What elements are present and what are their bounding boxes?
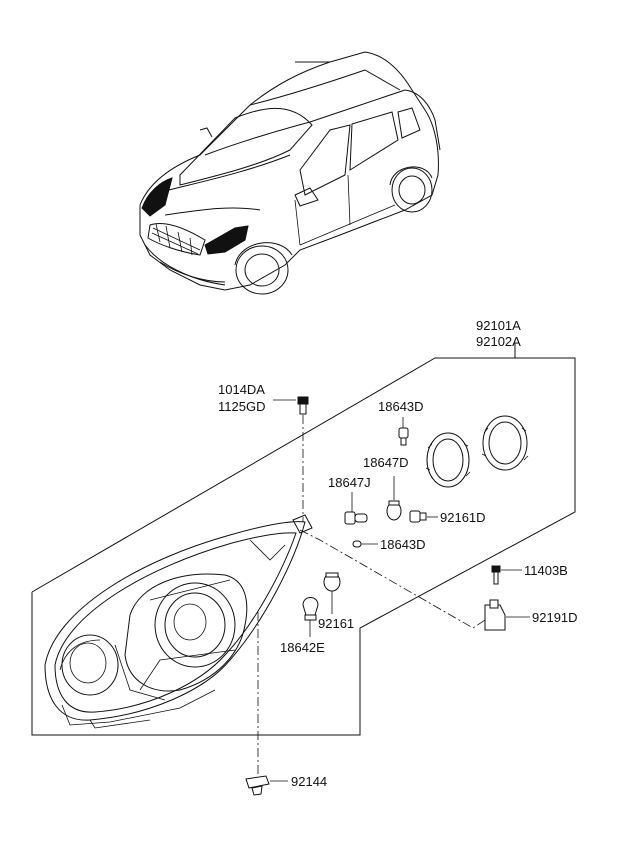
bulb-side-part [352,540,378,548]
bulb-side-label: 18643D [380,537,426,552]
bolt-label-2: 1125GD [218,399,265,414]
bulb-h-label: 18647D [363,455,409,470]
socket-top-part [398,417,409,446]
clip-part [245,612,288,796]
screw-part [491,565,522,585]
bolt-label-1: 1014DA [218,382,265,397]
bulb-j-label: 18647J [328,475,371,490]
socket-lower-label: 92161 [318,616,354,631]
assembly-label-2: 92102A [476,334,521,349]
bracket-part [484,599,530,631]
assembly-boundary [31,343,576,736]
headlamp-housing [44,514,313,729]
socket-d-label: 92161D [440,510,486,525]
socket-lower-part [323,572,341,614]
bulb-lower-part [302,597,319,637]
bulb-lower-label: 18642E [280,640,325,655]
bulb-h-part [386,476,402,521]
socket-top-label: 18643D [378,399,424,414]
bulb-j-part [344,492,368,525]
bracket-leader [299,529,486,629]
bolt-part [273,396,309,522]
car-illustration [139,51,441,295]
screw-label: 11403B [524,563,568,578]
clip-label: 92144 [291,774,327,789]
assembly-label-1: 92101A [476,318,521,333]
socket-d-part [409,510,438,523]
bezel-rings [425,415,529,488]
bracket-label: 92191D [532,610,578,625]
